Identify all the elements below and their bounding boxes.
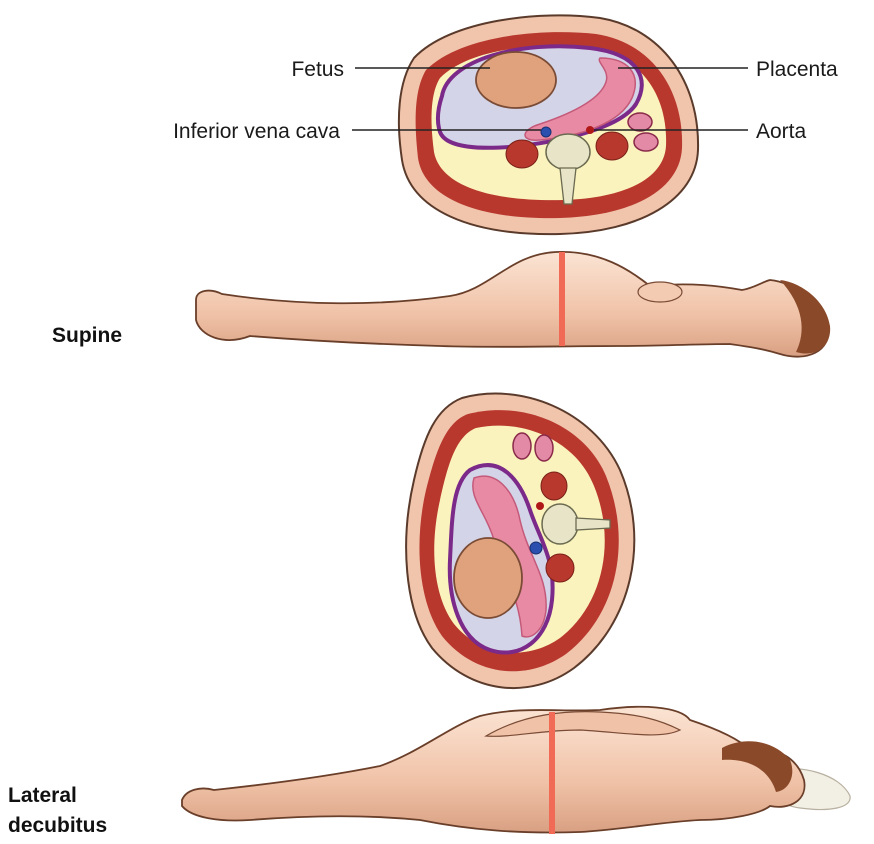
lateral-ivc — [530, 542, 542, 554]
lateral-label-line2: decubitus — [8, 814, 107, 837]
supine-body-silhouette — [196, 252, 828, 357]
supine-kidney-2 — [634, 133, 658, 151]
ivc-label: Inferior vena cava — [173, 120, 340, 143]
supine-kidney-1 — [628, 113, 652, 131]
lateral-body — [182, 707, 850, 834]
fetus-label: Fetus — [291, 58, 344, 81]
supine-psoas-left — [506, 140, 538, 168]
lateral-fetus — [454, 538, 522, 618]
lateral-cross-section — [406, 394, 634, 689]
lateral-psoas-lower — [546, 554, 574, 582]
aorta-label: Aorta — [756, 120, 807, 143]
supine-label: Supine — [52, 324, 122, 347]
lateral-spinous-process — [576, 518, 610, 530]
supine-aorta — [586, 126, 594, 134]
supine-ivc — [541, 127, 551, 137]
lateral-psoas-upper — [541, 472, 567, 500]
lateral-kidney-2 — [535, 435, 553, 461]
lateral-body-silhouette — [182, 707, 805, 833]
supine-fetus — [476, 52, 556, 108]
supine-breast — [638, 282, 682, 302]
supine-vertebra — [546, 134, 590, 170]
lateral-kidney-1 — [513, 433, 531, 459]
supine-psoas-right — [596, 132, 628, 160]
placenta-label: Placenta — [756, 58, 838, 81]
lateral-aorta — [536, 502, 544, 510]
lateral-label-line1: Lateral — [8, 784, 77, 807]
supine-cross-section — [399, 15, 698, 234]
supine-body — [196, 252, 830, 357]
lateral-vertebra — [542, 504, 578, 544]
